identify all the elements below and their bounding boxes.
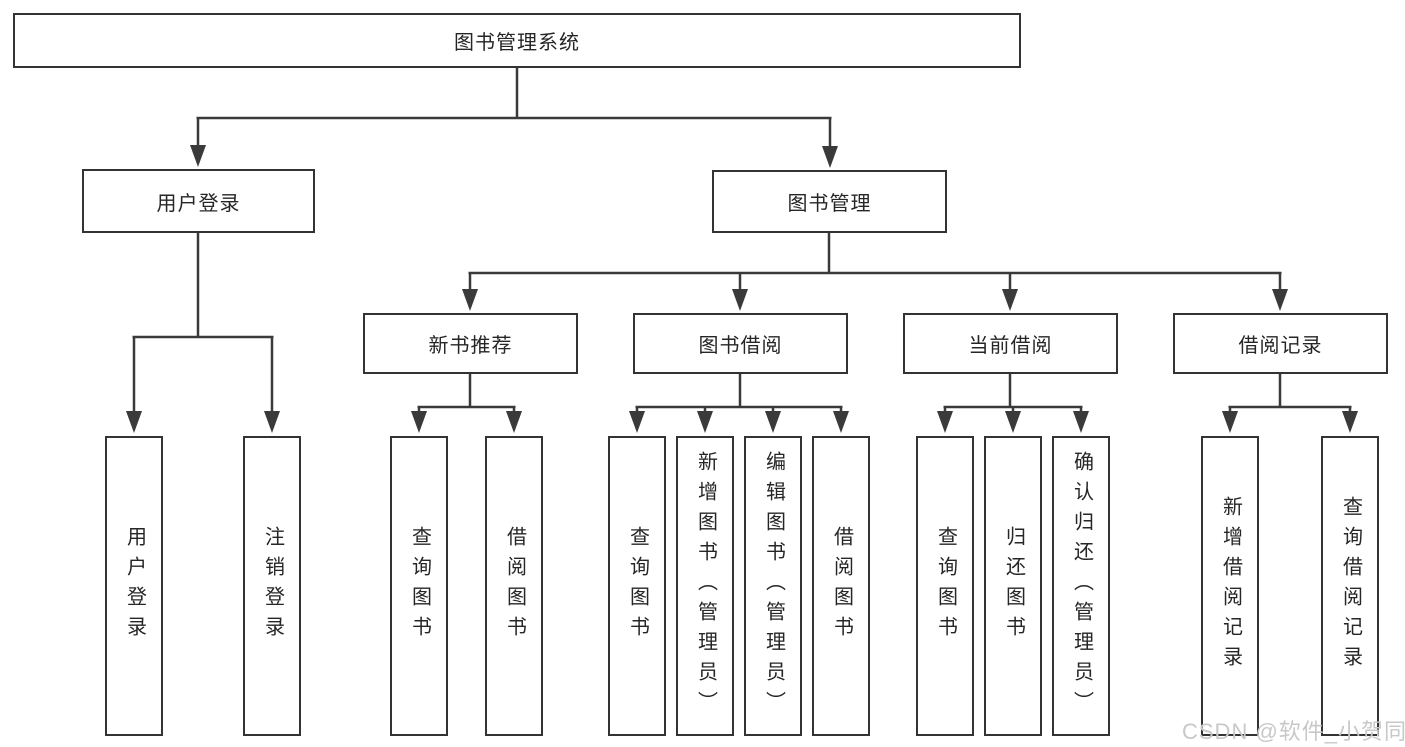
node-bb-edit-books-label: 编辑图书（管理员） (762, 451, 785, 721)
node-bb-borrow-books-label: 借阅图书 (830, 526, 853, 646)
node-bb-query-books-label: 查询图书 (626, 526, 649, 646)
node-nb-query-books-label: 查询图书 (408, 526, 431, 646)
node-book-borrow: 图书借阅 (633, 313, 848, 374)
node-cb-return-books: 归还图书 (984, 436, 1042, 736)
node-new-book-rec: 新书推荐 (363, 313, 578, 374)
watermark: CSDN @软件_小贺同学 (1182, 719, 1405, 744)
node-book-mgmt: 图书管理 (712, 170, 947, 233)
node-current-borrow: 当前借阅 (903, 313, 1118, 374)
node-current-borrow-label: 当前借阅 (968, 335, 1053, 357)
node-br-add-record: 新增借阅记录 (1201, 436, 1259, 736)
node-nb-query-books: 查询图书 (390, 436, 448, 736)
node-user-login-label: 用户登录 (156, 192, 241, 215)
node-logout-action: 注销登录 (243, 436, 301, 736)
node-cb-confirm-return: 确认归还（管理员） (1052, 436, 1110, 736)
node-book-mgmt-label: 图书管理 (787, 193, 872, 215)
node-cb-return-books-label: 归还图书 (1002, 526, 1025, 646)
node-bb-query-books: 查询图书 (608, 436, 666, 736)
node-nb-borrow-books-label: 借阅图书 (503, 526, 526, 646)
node-bb-borrow-books: 借阅图书 (812, 436, 870, 736)
node-user-login-action-label: 用户登录 (123, 526, 146, 646)
node-root-label: 图书管理系统 (454, 32, 580, 54)
node-logout-action-label: 注销登录 (261, 526, 284, 646)
node-bb-edit-books: 编辑图书（管理员） (744, 436, 802, 736)
node-new-book-rec-label: 新书推荐 (428, 335, 513, 357)
node-cb-query-books-label: 查询图书 (934, 526, 957, 646)
node-root: 图书管理系统 (13, 13, 1021, 68)
node-cb-query-books: 查询图书 (916, 436, 974, 736)
node-bb-add-books: 新增图书（管理员） (676, 436, 734, 736)
node-user-login: 用户登录 (82, 169, 315, 233)
node-book-borrow-label: 图书借阅 (698, 335, 783, 357)
node-borrow-records: 借阅记录 (1173, 313, 1388, 374)
node-br-add-record-label: 新增借阅记录 (1219, 496, 1242, 676)
node-br-query-record: 查询借阅记录 (1321, 436, 1379, 736)
node-user-login-action: 用户登录 (105, 436, 163, 736)
node-nb-borrow-books: 借阅图书 (485, 436, 543, 736)
node-br-query-record-label: 查询借阅记录 (1339, 496, 1362, 676)
node-bb-add-books-label: 新增图书（管理员） (694, 451, 717, 721)
node-cb-confirm-return-label: 确认归还（管理员） (1070, 451, 1093, 721)
node-borrow-records-label: 借阅记录 (1238, 335, 1323, 357)
